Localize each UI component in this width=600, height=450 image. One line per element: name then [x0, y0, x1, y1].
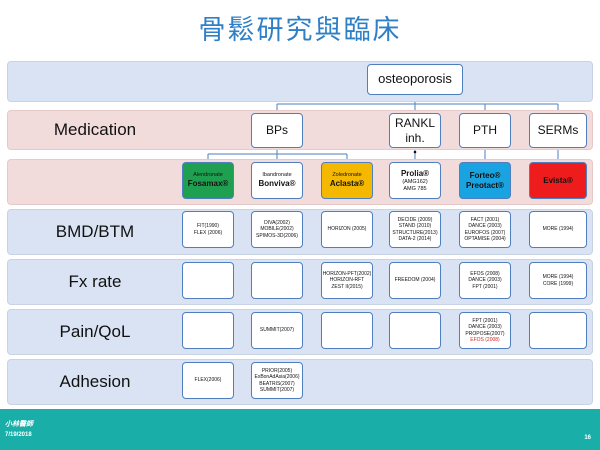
- study-label: EFOS (2008): [470, 271, 500, 278]
- cell-bmd-denosumab: DECIDE (2009) STAND (2010) STRUCTURE(201…: [389, 211, 441, 248]
- category-serms-label: SERMs: [537, 123, 579, 137]
- cell-fx-pth: EFOS (2008) DANCE (2003) FPT (2001): [459, 262, 511, 299]
- study-label: BEATRIS(2007): [259, 380, 295, 387]
- page-number: 16: [584, 435, 591, 441]
- study-label: DIVA(2002): [264, 220, 290, 227]
- study-label: PRIOR(2005): [261, 368, 293, 374]
- cell-fx-alendronate: [182, 262, 234, 299]
- row-label-medication: Medication: [53, 120, 137, 139]
- drug-ibandronate: Ibandronate Bonviva®: [251, 162, 303, 199]
- cell-pain-ibandronate: SUMMIT(2007): [251, 312, 303, 349]
- category-bps: BPs: [251, 113, 303, 148]
- drug-denosumab-code2: AMG 785: [403, 185, 427, 192]
- drug-denosumab-brand: Prolia®: [400, 168, 430, 178]
- category-pth-label: PTH: [473, 123, 497, 137]
- study-label: DANCE (2003): [468, 324, 502, 331]
- row-label-adhesion: Adhesion: [59, 372, 131, 391]
- category-pth: PTH: [459, 113, 511, 148]
- drug-serm: Evista®: [529, 162, 587, 199]
- cell-adhesion-alendronate: FLEX(2006): [182, 362, 234, 399]
- cell-pain-serm: [529, 312, 587, 349]
- study-label: FLEX (2006): [193, 229, 223, 236]
- drug-pth-brand2: Preotact®: [466, 180, 504, 190]
- study-label: PROPOSE(2007): [465, 330, 505, 337]
- study-label: STAND (2010): [398, 223, 432, 230]
- osteoporosis-label: osteoporosis: [378, 71, 452, 87]
- cell-bmd-zoledronate: HORIZON (2005): [321, 211, 373, 248]
- study-label: SPIMOS-3D(2006): [256, 232, 298, 239]
- study-label: FPT (2001): [472, 283, 498, 290]
- study-label: FACT (2001): [470, 217, 500, 223]
- study-label: HORIZON-PFT(2002): [322, 271, 372, 278]
- footer-author: 小林醫師: [5, 421, 33, 428]
- cell-pain-pth: FPT (2001) DANCE (2003) PROPOSE(2007) EF…: [459, 312, 511, 349]
- drug-pth-brand1: Forteo®: [469, 170, 501, 180]
- study-label: DATA-2 (2014): [398, 235, 432, 242]
- drug-alendronate-generic: Alendronate: [193, 172, 223, 179]
- cell-bmd-serm: MORE (1994): [529, 211, 587, 248]
- drug-zoledronate-brand: Aclasta®: [329, 178, 365, 188]
- category-serms: SERMs: [529, 113, 587, 148]
- cell-bmd-alendronate: FIT(1990) FLEX (2006): [182, 211, 234, 248]
- cell-bmd-ibandronate: DIVA(2002) MOBILE(2002) SPIMOS-3D(2006): [251, 211, 303, 248]
- study-label: FPT (2001): [472, 318, 498, 324]
- drug-serm-brand: Evista®: [543, 175, 573, 185]
- study-label: DANCE (2003): [468, 277, 502, 284]
- study-label: FREEDOM (2004): [394, 277, 436, 284]
- slide-title: 骨鬆研究與臨床: [198, 15, 402, 46]
- study-label: DANCE (2003): [468, 223, 502, 230]
- study-label-highlight: EFOS (2008): [470, 336, 500, 343]
- study-label: HORIZON (2005): [327, 226, 367, 233]
- row-label-bmd: BMD/BTM: [55, 222, 135, 241]
- study-label: ZEST II(2015): [331, 283, 363, 290]
- drug-ibandronate-generic: Ibandronate: [262, 172, 292, 179]
- drug-alendronate: Alendronate Fosamax®: [182, 162, 234, 199]
- study-label: HORIZON-RFT: [329, 277, 365, 284]
- study-label: EUROFOS (2007): [464, 229, 506, 236]
- drug-alendronate-brand: Fosamax®: [187, 178, 229, 188]
- study-label: ExBonAdAsia(2006): [254, 374, 300, 381]
- cell-fx-ibandronate: [251, 262, 303, 299]
- drug-denosumab-code: (AMG162): [402, 178, 428, 185]
- cell-pain-zoledronate: [321, 312, 373, 349]
- cell-fx-denosumab: FREEDOM (2004): [389, 262, 441, 299]
- drug-zoledronate: Zoledronate Aclasta®: [321, 162, 373, 199]
- cell-pain-denosumab: [389, 312, 441, 349]
- row-label-pain: Pain/QoL: [59, 322, 131, 341]
- cell-fx-zoledronate: HORIZON-PFT(2002) HORIZON-RFT ZEST II(20…: [321, 262, 373, 299]
- osteoporosis-box: osteoporosis: [367, 64, 463, 95]
- study-label: MOBILE(2002): [260, 226, 294, 233]
- study-label: FLEX(2006): [194, 377, 222, 384]
- drug-ibandronate-brand: Bonviva®: [258, 178, 296, 188]
- footer-bar: 小林醫師 7/19/2018 16: [0, 409, 600, 450]
- drug-zoledronate-generic: Zoledronate: [332, 172, 362, 179]
- cell-pain-alendronate: [182, 312, 234, 349]
- study-label: SUMMIT(2007): [259, 386, 295, 393]
- category-bps-label: BPs: [265, 123, 288, 137]
- row-label-fx: Fx rate: [68, 272, 122, 291]
- study-label: SUMMIT(2007): [259, 327, 295, 334]
- study-label: MORE (1994): [542, 226, 574, 233]
- drug-denosumab: Prolia® (AMG162) AMG 785: [389, 162, 441, 199]
- study-label: DECIDE (2009): [397, 217, 433, 223]
- category-rankl-label-2: inh.: [405, 130, 425, 145]
- band-top: [7, 61, 593, 102]
- footer-date: 7/19/2018: [5, 432, 32, 438]
- study-label: CORE (1999): [542, 280, 574, 287]
- study-label: STRUCTURE(2013): [392, 229, 438, 236]
- category-rankl-label-1: RANKL: [394, 115, 435, 130]
- study-label: OPTAMISE (2004): [464, 235, 506, 242]
- cell-adhesion-ibandronate: PRIOR(2005) ExBonAdAsia(2006) BEATRIS(20…: [251, 362, 303, 399]
- study-label: FIT(1990): [197, 223, 219, 230]
- cell-bmd-pth: FACT (2001) DANCE (2003) EUROFOS (2007) …: [459, 211, 511, 248]
- cell-fx-serm: MORE (1994) CORE (1999): [529, 262, 587, 299]
- drug-pth: Forteo® Preotact®: [459, 162, 511, 199]
- study-label: MORE (1994): [542, 274, 574, 281]
- category-rankl: RANKL inh.: [389, 113, 441, 148]
